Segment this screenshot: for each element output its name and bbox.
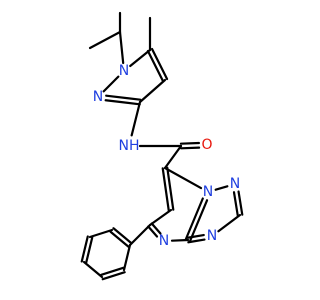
bond-pyrazole-n1-c5	[129, 48, 152, 68]
molecule-diagram: N N NH O N N N N	[80, 11, 244, 281]
bond-phenyl-1-2	[112, 227, 133, 245]
atom-o-carbonyl: O	[201, 137, 212, 153]
bond-phenyl-1-1	[109, 230, 130, 248]
bond-isopropyl-n	[118, 30, 125, 65]
bond-carbonyl-o-2	[179, 146, 201, 150]
bond-c6-c5	[148, 208, 173, 227]
bond-pyrazole-n2-n1	[102, 75, 120, 93]
bond-carbonyl-o-1	[179, 141, 201, 145]
atom-n-pyrimidine: N	[159, 233, 169, 249]
bond-phenyl-4	[82, 260, 104, 279]
atom-n-bridge: N	[203, 184, 213, 200]
bond-phenyl-3-1	[85, 236, 94, 264]
bond-c5-n4-1	[150, 222, 162, 235]
atom-nh-amide: NH	[119, 138, 140, 154]
bond-phenyl-3-2	[80, 235, 89, 263]
bond-pyrazole-c4-c3	[138, 78, 167, 104]
atom-n-pyrazole-2: N	[93, 89, 103, 105]
bond-c7-c6-2	[161, 167, 170, 212]
bond-phenyl-2	[88, 228, 114, 239]
bond-pyrazole-c5-c4-1	[150, 47, 169, 81]
bond-c5-phenyl	[128, 223, 152, 247]
bond-isopropyl-a	[88, 30, 122, 50]
bond-c3-nh	[130, 100, 142, 137]
bond-c7-n8	[163, 166, 203, 190]
atom-n-triazole-right: N	[207, 228, 217, 244]
bond-triazole-n-c-1	[237, 190, 244, 216]
atom-label-layer: N N NH O N N N N	[93, 63, 240, 249]
bond-phenyl-5-2	[101, 271, 126, 281]
bond-c8a-n8-2	[189, 199, 209, 242]
atom-n-triazole-top: N	[230, 176, 240, 192]
bond-phenyl-6	[122, 243, 132, 272]
bond-triazole-n-c-2	[232, 191, 239, 217]
bond-triazole-c-n	[217, 213, 242, 233]
bond-triazole-n-c8a-2	[186, 233, 205, 239]
bond-c7-c6-1	[166, 166, 175, 211]
bond-layer	[80, 11, 244, 281]
bond-carbonyl-c7	[163, 144, 183, 170]
bond-pyrazole-c5-c4-2	[146, 49, 165, 83]
bond-c8a-n8-1	[184, 197, 204, 241]
bond-pyrazole-c3-n2-2	[105, 94, 142, 101]
bond-n8-n-triazole	[214, 185, 229, 191]
bond-c5-n4-2	[147, 225, 159, 238]
atom-n-pyrazole-1: N	[119, 63, 129, 79]
bond-triazole-n-c8a-1	[187, 238, 206, 244]
bond-n4-c8a	[170, 238, 190, 242]
bond-phenyl-5-1	[100, 266, 125, 276]
bond-pyrazole-c3-n2-1	[104, 99, 141, 106]
